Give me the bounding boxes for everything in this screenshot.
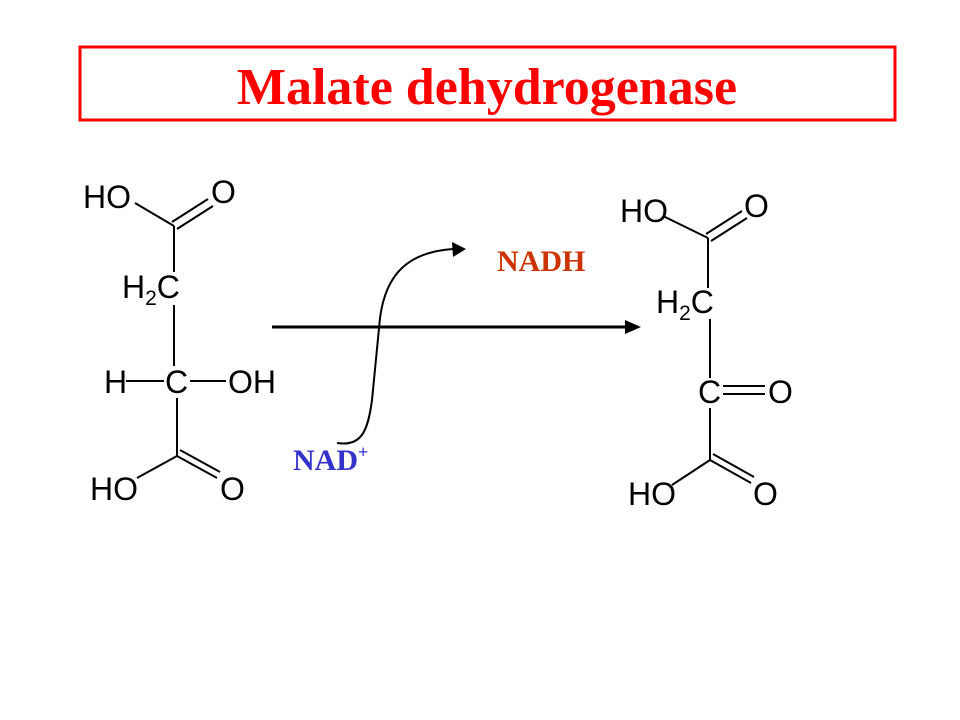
reactant-methylene: H2C: [122, 269, 180, 310]
bond: [136, 455, 178, 479]
reactant-top-oxygen: O: [211, 174, 236, 210]
product-structure: HO O H2C C O HO O: [620, 188, 793, 512]
double-bond: [712, 453, 755, 478]
double-bond: [705, 210, 743, 235]
title-box: Malate dehydrogenase: [78, 45, 897, 122]
double-bond: [176, 455, 218, 479]
page-title: Malate dehydrogenase: [237, 59, 737, 116]
nadh-label: NADH: [497, 245, 585, 278]
product-carbon: C: [698, 374, 721, 410]
product-methylene: H2C: [656, 284, 714, 325]
bond: [671, 459, 711, 486]
double-bond: [179, 449, 221, 473]
cofactor-arrow-curve: [336, 248, 454, 445]
product-bottom-oxygen: O: [753, 476, 778, 512]
product-top-hydroxyl: HO: [620, 193, 668, 229]
double-bond: [171, 198, 209, 223]
bond: [134, 202, 175, 227]
cofactor-arrow: [336, 242, 466, 445]
reactant-hydroxyl: OH: [228, 364, 276, 400]
product-keto-oxygen: O: [768, 374, 793, 410]
double-bond: [709, 459, 752, 484]
cofactor-arrow-head: [452, 242, 466, 257]
reaction-arrow-head: [625, 320, 641, 334]
reactant-hydrogen: H: [104, 364, 127, 400]
nad-label: NAD+: [293, 442, 368, 477]
double-bond: [176, 205, 214, 230]
reactant-bottom-oxygen: O: [220, 471, 245, 507]
reaction-arrow: [272, 320, 641, 334]
reactant-structure: HO O H2C H C OH HO O: [83, 174, 276, 507]
product-bottom-hydroxyl: HO: [628, 476, 676, 512]
double-bond: [710, 217, 748, 242]
reactant-carbon: C: [165, 364, 188, 400]
bond: [662, 215, 709, 239]
product-top-oxygen: O: [744, 188, 769, 224]
reactant-bottom-hydroxyl: HO: [90, 471, 138, 507]
reactant-top-hydroxyl: HO: [83, 179, 131, 215]
title-border: [78, 45, 897, 122]
